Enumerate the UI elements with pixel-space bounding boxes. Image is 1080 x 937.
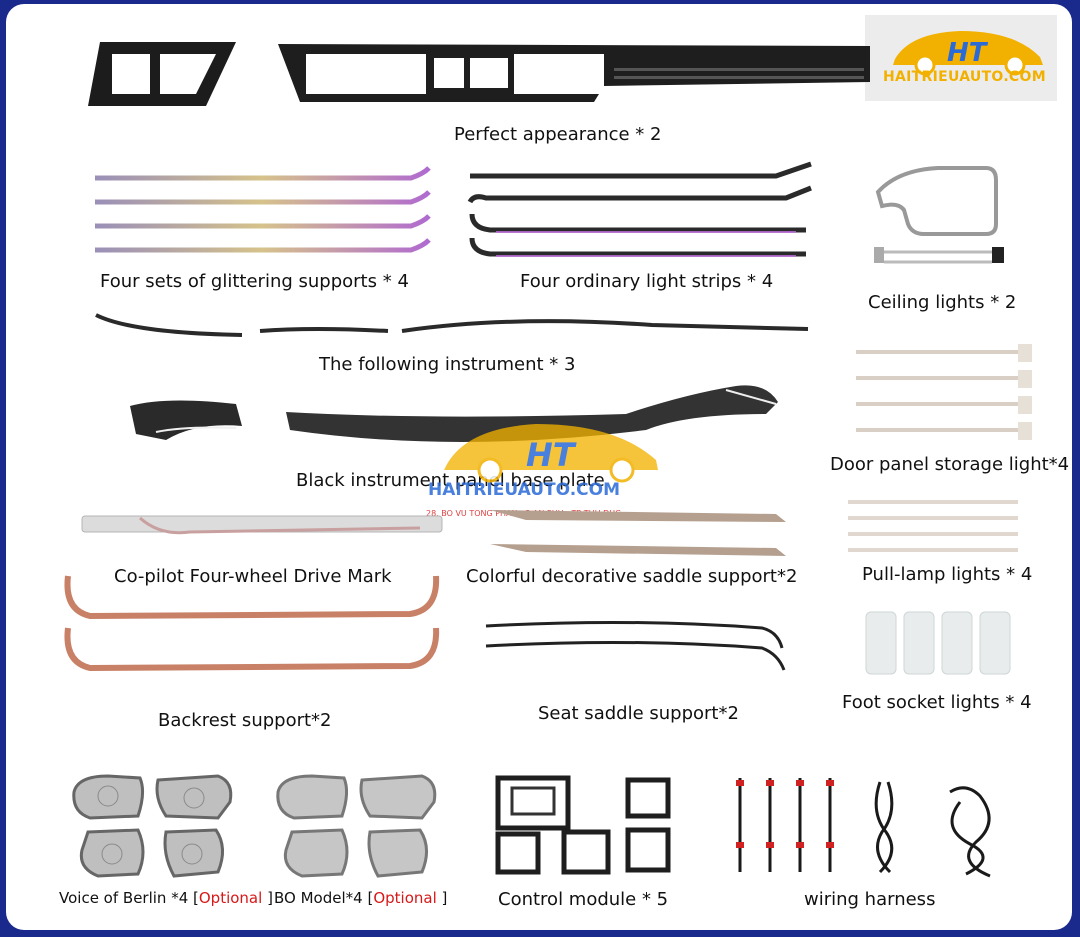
bo-speaker-covers [276, 774, 437, 878]
control-modules [495, 775, 671, 875]
label-black-base-plate: Black instrument panel base plate [296, 470, 605, 491]
label-foot-socket: Foot socket lights * 4 [842, 692, 1032, 713]
label-pull-lamp: Pull-lamp lights * 4 [862, 564, 1033, 585]
colorful-saddle-support [490, 510, 786, 556]
label-glittering-supports: Four sets of glittering supports * 4 [100, 271, 409, 292]
berlin-text: Voice of Berlin *4 [ [59, 889, 199, 907]
foot-socket-lights [865, 611, 1011, 675]
label-seat-saddle: Seat saddle support*2 [538, 703, 739, 724]
following-instrument [95, 313, 809, 337]
bo-text: BO Model*4 [ [274, 889, 374, 907]
bo-close: ] [436, 889, 448, 907]
logo-site-text: HAITRIEUAUTO.COM [883, 69, 1046, 85]
brand-logo: HT HAITRIEUAUTO.COM [865, 15, 1057, 101]
pull-lamp-lights [848, 500, 1018, 552]
dash-main-panel [278, 44, 870, 102]
car-logo-icon: HT [893, 31, 1043, 76]
ceiling-lights [874, 166, 1004, 264]
berlin-speaker-covers [72, 774, 233, 878]
dash-left-panel [88, 42, 236, 106]
black-instrument-base-plate [130, 385, 778, 442]
watermark-site-text: HAITRIEUAUTO.COM [428, 480, 621, 500]
seat-saddle-support [485, 620, 786, 671]
label-following-instrument: The following instrument * 3 [319, 354, 576, 375]
label-ceiling-lights: Ceiling lights * 2 [868, 292, 1017, 313]
label-colorful-saddle: Colorful decorative saddle support*2 [466, 566, 798, 587]
label-bo-model: BO Model*4 [Optional ] [274, 889, 447, 907]
ordinary-light-strips [467, 161, 812, 257]
berlin-close: ] [262, 889, 273, 907]
copilot-drive-mark [81, 515, 443, 535]
car-watermark-icon: HT [444, 424, 658, 483]
label-control-module: Control module * 5 [498, 889, 669, 910]
label-copilot-mark: Co-pilot Four-wheel Drive Mark [114, 566, 392, 587]
label-perfect-appearance: Perfect appearance * 2 [454, 124, 662, 145]
label-wiring-harness: wiring harness [804, 889, 936, 910]
svg-text:HT: HT [947, 38, 989, 68]
label-berlin: Voice of Berlin *4 [Optional ] [59, 889, 273, 907]
wiring-harness [736, 778, 991, 878]
glittering-supports [95, 166, 431, 253]
label-door-panel-storage: Door panel storage light*4 [830, 454, 1070, 475]
bo-optional: Optional [373, 889, 437, 907]
backrest-support [64, 575, 440, 672]
svg-text:HT: HT [526, 436, 577, 474]
product-sheet: HT HAITRIEUAUTO.COM Perfect appearance *… [6, 4, 1072, 930]
door-panel-storage-lights [856, 344, 1032, 440]
berlin-optional: Optional [198, 889, 263, 907]
label-backrest-support: Backrest support*2 [158, 710, 332, 731]
label-ordinary-strips: Four ordinary light strips * 4 [520, 271, 774, 292]
